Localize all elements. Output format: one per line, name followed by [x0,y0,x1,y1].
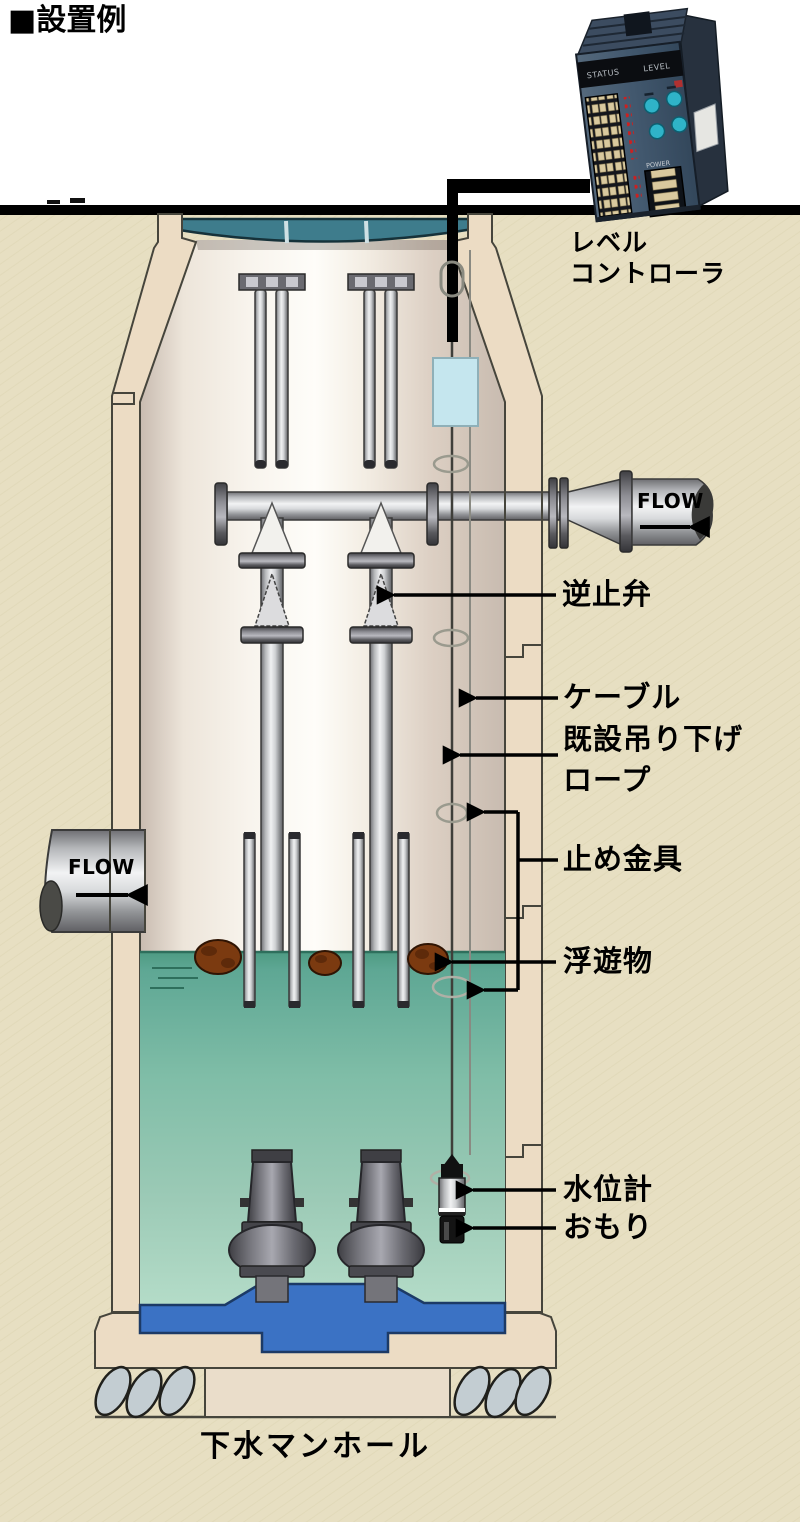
stopper-ring [432,454,470,474]
label-cable: ケーブル [563,680,682,714]
left-wall-joint [112,392,135,405]
submersible-pumps [228,1149,425,1303]
label-manhole: 下水マンホール [200,1429,431,1464]
rope-ring [439,260,465,298]
pump-2 [337,1149,425,1303]
page-title: ■設置例 [8,3,127,38]
status-band [577,49,684,89]
flange [214,482,228,546]
flange [619,470,633,553]
label-weight: おもり [563,1210,654,1244]
right-wall-joint [505,905,542,919]
valve-cone [253,571,291,627]
right-wall-joint [505,644,542,658]
label-existing-rope: 既設吊り下げ ロープ [563,722,744,797]
label-check-valve: 逆止弁 [562,577,653,611]
stopper-ring [432,628,470,648]
inlet-opening [39,880,63,932]
water [140,950,505,1305]
sensor-string [429,179,590,1244]
label-flow-outlet: FLOW [637,489,704,513]
led-column [623,96,638,160]
top-slot [623,11,653,37]
status-text: STATUS [586,67,620,80]
controller-cable-drop [447,179,458,342]
side-label-sticker [693,103,719,153]
guide-bracket [238,273,415,291]
flange [426,482,439,546]
sensor-weight [439,1215,465,1244]
gravel [94,1365,552,1419]
pump-1 [228,1149,316,1303]
upper-guide-rails [238,273,415,469]
junction-box [432,357,479,427]
manhole-base [94,1312,557,1419]
ground-mark [47,200,60,204]
foundation-block [204,1367,451,1418]
right-wall-joint [505,1144,542,1158]
label-floating-matter: 浮遊物 [563,944,654,978]
manhole-cover [171,217,475,244]
label-level-controller: レベル コントローラ [570,228,727,289]
label-stopper-fitting: 止め金具 [563,842,684,876]
level-controller-device: STATUS LEVEL POWER [574,7,729,223]
power-terminal [643,165,687,218]
level-sensor-body [438,1154,466,1244]
power-text: POWER [646,159,671,170]
label-water-level-sensor: 水位計 [563,1172,654,1206]
ground-mark [70,198,85,203]
leader-arrows [76,516,710,1238]
mid-guide-rails [243,832,410,1008]
level-text: LEVEL [643,61,671,73]
check-valves [238,552,415,644]
panel-buttons [643,90,688,140]
inlet-pipe [39,829,146,933]
ripples [150,967,198,989]
controller-cable-run [447,179,590,193]
discharge-pipe [214,470,714,553]
label-flow-inlet: FLOW [68,855,135,879]
